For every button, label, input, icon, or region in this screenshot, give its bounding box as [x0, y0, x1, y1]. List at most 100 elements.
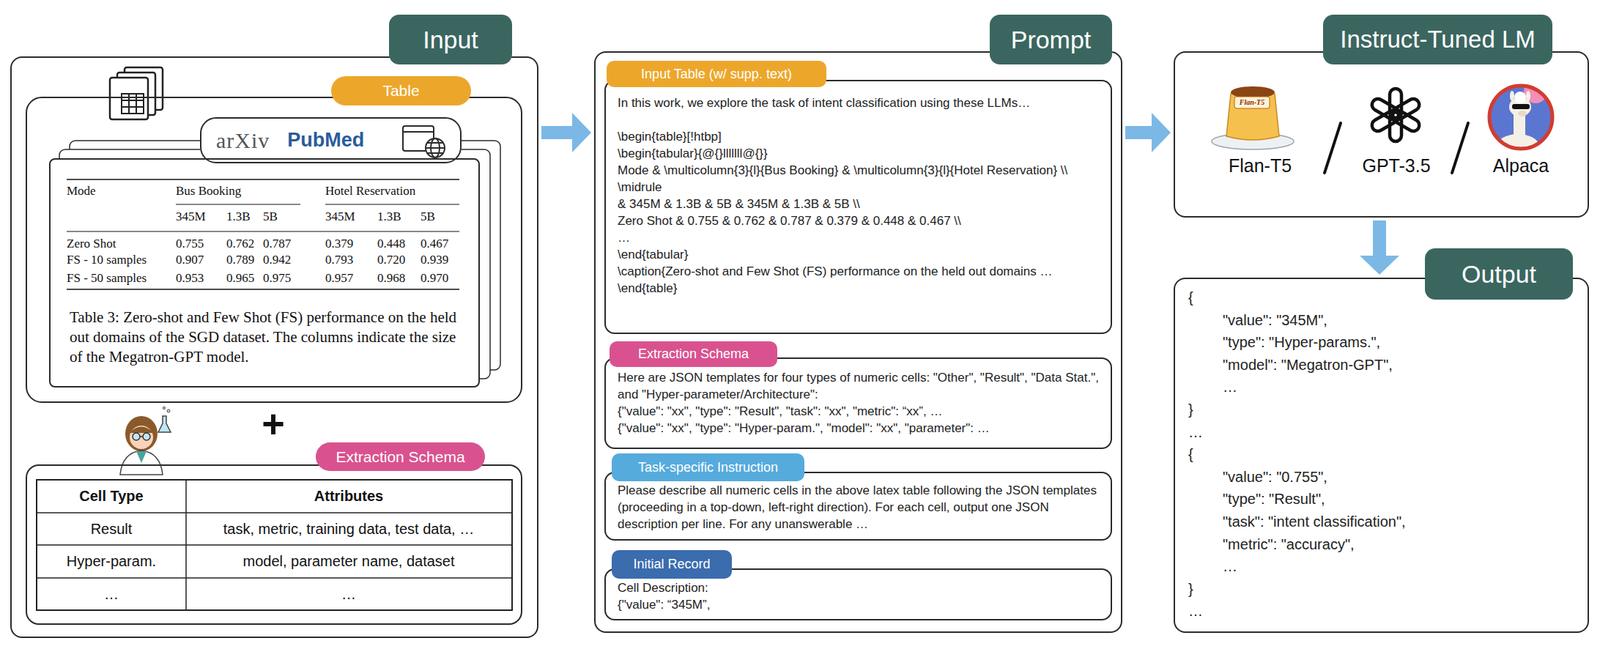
table-cell: 0.379 — [325, 237, 354, 250]
shirt — [136, 451, 147, 464]
prompt-section: Input Table (w/ supp. text)In this work,… — [604, 79, 1113, 335]
alpaca-snout — [1517, 110, 1527, 117]
table-cell: FS - 50 samples — [66, 271, 147, 285]
json-line: } — [1188, 398, 1575, 422]
table-rule — [66, 288, 460, 291]
browser-bar — [402, 131, 434, 133]
pudding-label — [1234, 96, 1270, 109]
table-cell: 0.939 — [420, 253, 449, 266]
table-caption: Table 3: Zero-shot and Few Shot (FS) per… — [69, 307, 458, 368]
table-cell: 0.720 — [377, 253, 406, 266]
prompt-section: Extraction SchemaHere are JSON templates… — [604, 357, 1113, 450]
panel-tab: Prompt — [989, 14, 1113, 65]
pudding — [1226, 90, 1280, 140]
grid-line — [36, 512, 513, 514]
prompt-text: Zero Shot & 0.755 & 0.762 & 0.787 & 0.37… — [617, 212, 1099, 230]
flan-t5-pudding-icon — [1211, 86, 1294, 150]
table-cell: 1.3B — [377, 210, 402, 223]
arrow-shaft — [1125, 126, 1154, 140]
prompt-panel: PromptInput Table (w/ supp. text)In this… — [594, 51, 1123, 633]
arrow-head — [572, 112, 592, 153]
prompt-section: Initial RecordCell Description:{"value":… — [604, 568, 1113, 621]
bubble — [162, 406, 165, 409]
prompt-text: In this work, we explore the task of int… — [617, 94, 1099, 112]
table-cell: 0.957 — [325, 271, 354, 285]
alpaca-ground — [1489, 85, 1553, 149]
pubmed-logo: PubMed — [287, 128, 365, 152]
prompt-text: Mode & \multicolumn{3}{l}{Bus Booking} &… — [617, 161, 1099, 196]
schema-cell: task, metric, training data, test data, … — [223, 521, 474, 537]
json-line: } — [1188, 578, 1575, 601]
arxiv-logo: arXiv — [216, 128, 270, 154]
slash — [1452, 123, 1469, 173]
table-cell: 345M — [175, 210, 206, 223]
doc-grid — [121, 99, 144, 102]
flow-arrow — [1125, 112, 1171, 153]
table-rule — [66, 231, 460, 233]
prompt-text: Here are JSON templates for four types o… — [617, 369, 1099, 403]
schema-cell: … — [104, 586, 119, 602]
table-cell: 5B — [420, 210, 436, 223]
prompt-text: {"value": “345M”, — [617, 596, 1099, 614]
flow-arrow — [1359, 220, 1400, 275]
table-cell: 0.448 — [377, 237, 406, 250]
schema-table-grid — [36, 479, 513, 611]
table-cell: 0.762 — [226, 237, 255, 250]
doc-grid — [121, 106, 144, 108]
table-cell: 0.793 — [325, 253, 354, 266]
model-name: Flan-T5 — [1228, 156, 1292, 176]
table-cell: 0.953 — [175, 271, 204, 285]
schema-cell: … — [341, 586, 357, 602]
table-cell: 0.968 — [377, 271, 406, 285]
flow-arrow — [541, 112, 592, 153]
arrow-head — [1359, 255, 1400, 275]
alpaca-ear — [1526, 90, 1531, 102]
section-tab: Input Table (w/ supp. text) — [606, 60, 827, 88]
table-cell: 345M — [325, 210, 356, 223]
json-line: { — [1188, 286, 1575, 310]
table-cell: 0.787 — [263, 237, 291, 250]
globe — [427, 152, 444, 154]
alpaca-icon — [1489, 79, 1553, 157]
slash — [1324, 123, 1341, 173]
prompt-text: \caption{Zero-shot and Few Shot (FS) per… — [617, 263, 1099, 280]
table-cell: 0.975 — [263, 271, 291, 285]
goggle-bridge — [139, 435, 143, 438]
model-name: GPT-3.5 — [1361, 156, 1431, 176]
table-cell: FS - 10 samples — [66, 253, 147, 266]
panel-tab: Output — [1424, 248, 1573, 300]
web-icon — [402, 126, 445, 158]
table-rule — [66, 178, 460, 181]
prompt-text: {"value": "xx", "type": "Result", "task"… — [617, 402, 1099, 420]
logo-text: Flan-T5 — [1239, 98, 1265, 107]
alpaca-fluff — [1514, 91, 1527, 104]
table-cell: Zero Shot — [66, 237, 117, 250]
document-stack-icon — [109, 67, 163, 120]
prompt-text: … — [617, 229, 1099, 247]
json-line: "value": "345M", — [1222, 309, 1575, 332]
table-cell: 0.965 — [226, 271, 255, 285]
input-panel: InputTablearXivPubMedTable 3: Zero-shot … — [10, 56, 539, 639]
panel-tab: Input — [389, 14, 513, 65]
openai-logo — [1369, 88, 1422, 142]
prompt-text: & 345M & 1.3B & 5B & 345M & 1.3B & 5B \\ — [617, 195, 1099, 213]
front-page — [49, 158, 480, 388]
bangs — [128, 427, 154, 434]
panel-tab: Instruct-Tuned LM — [1323, 14, 1553, 65]
goggle — [142, 432, 151, 441]
json-line: "metric": "accuracy", — [1222, 533, 1575, 557]
grid-border — [36, 479, 513, 611]
prompt-text: \begin{tabular}{@{}lllllll@{}} — [617, 145, 1099, 162]
alpaca-ear — [1509, 90, 1515, 102]
table-cell: 0.942 — [263, 253, 291, 266]
doc-page — [109, 77, 148, 120]
globe — [425, 147, 445, 149]
section-tab: Initial Record — [611, 550, 732, 579]
flask — [158, 416, 171, 433]
output-panel: Output{"value": "345M","type": "Hyper-pa… — [1173, 277, 1590, 633]
prompt-section: Task-specific InstructionPlease describe… — [604, 471, 1113, 541]
table-group: TablearXivPubMedTable 3: Zero-shot and F… — [25, 96, 523, 403]
prompt-text: Please describe all numeric cells in the… — [617, 482, 1099, 533]
prompt-text: {"value": "xx", "type": "Hyper-param.", … — [617, 419, 1099, 437]
